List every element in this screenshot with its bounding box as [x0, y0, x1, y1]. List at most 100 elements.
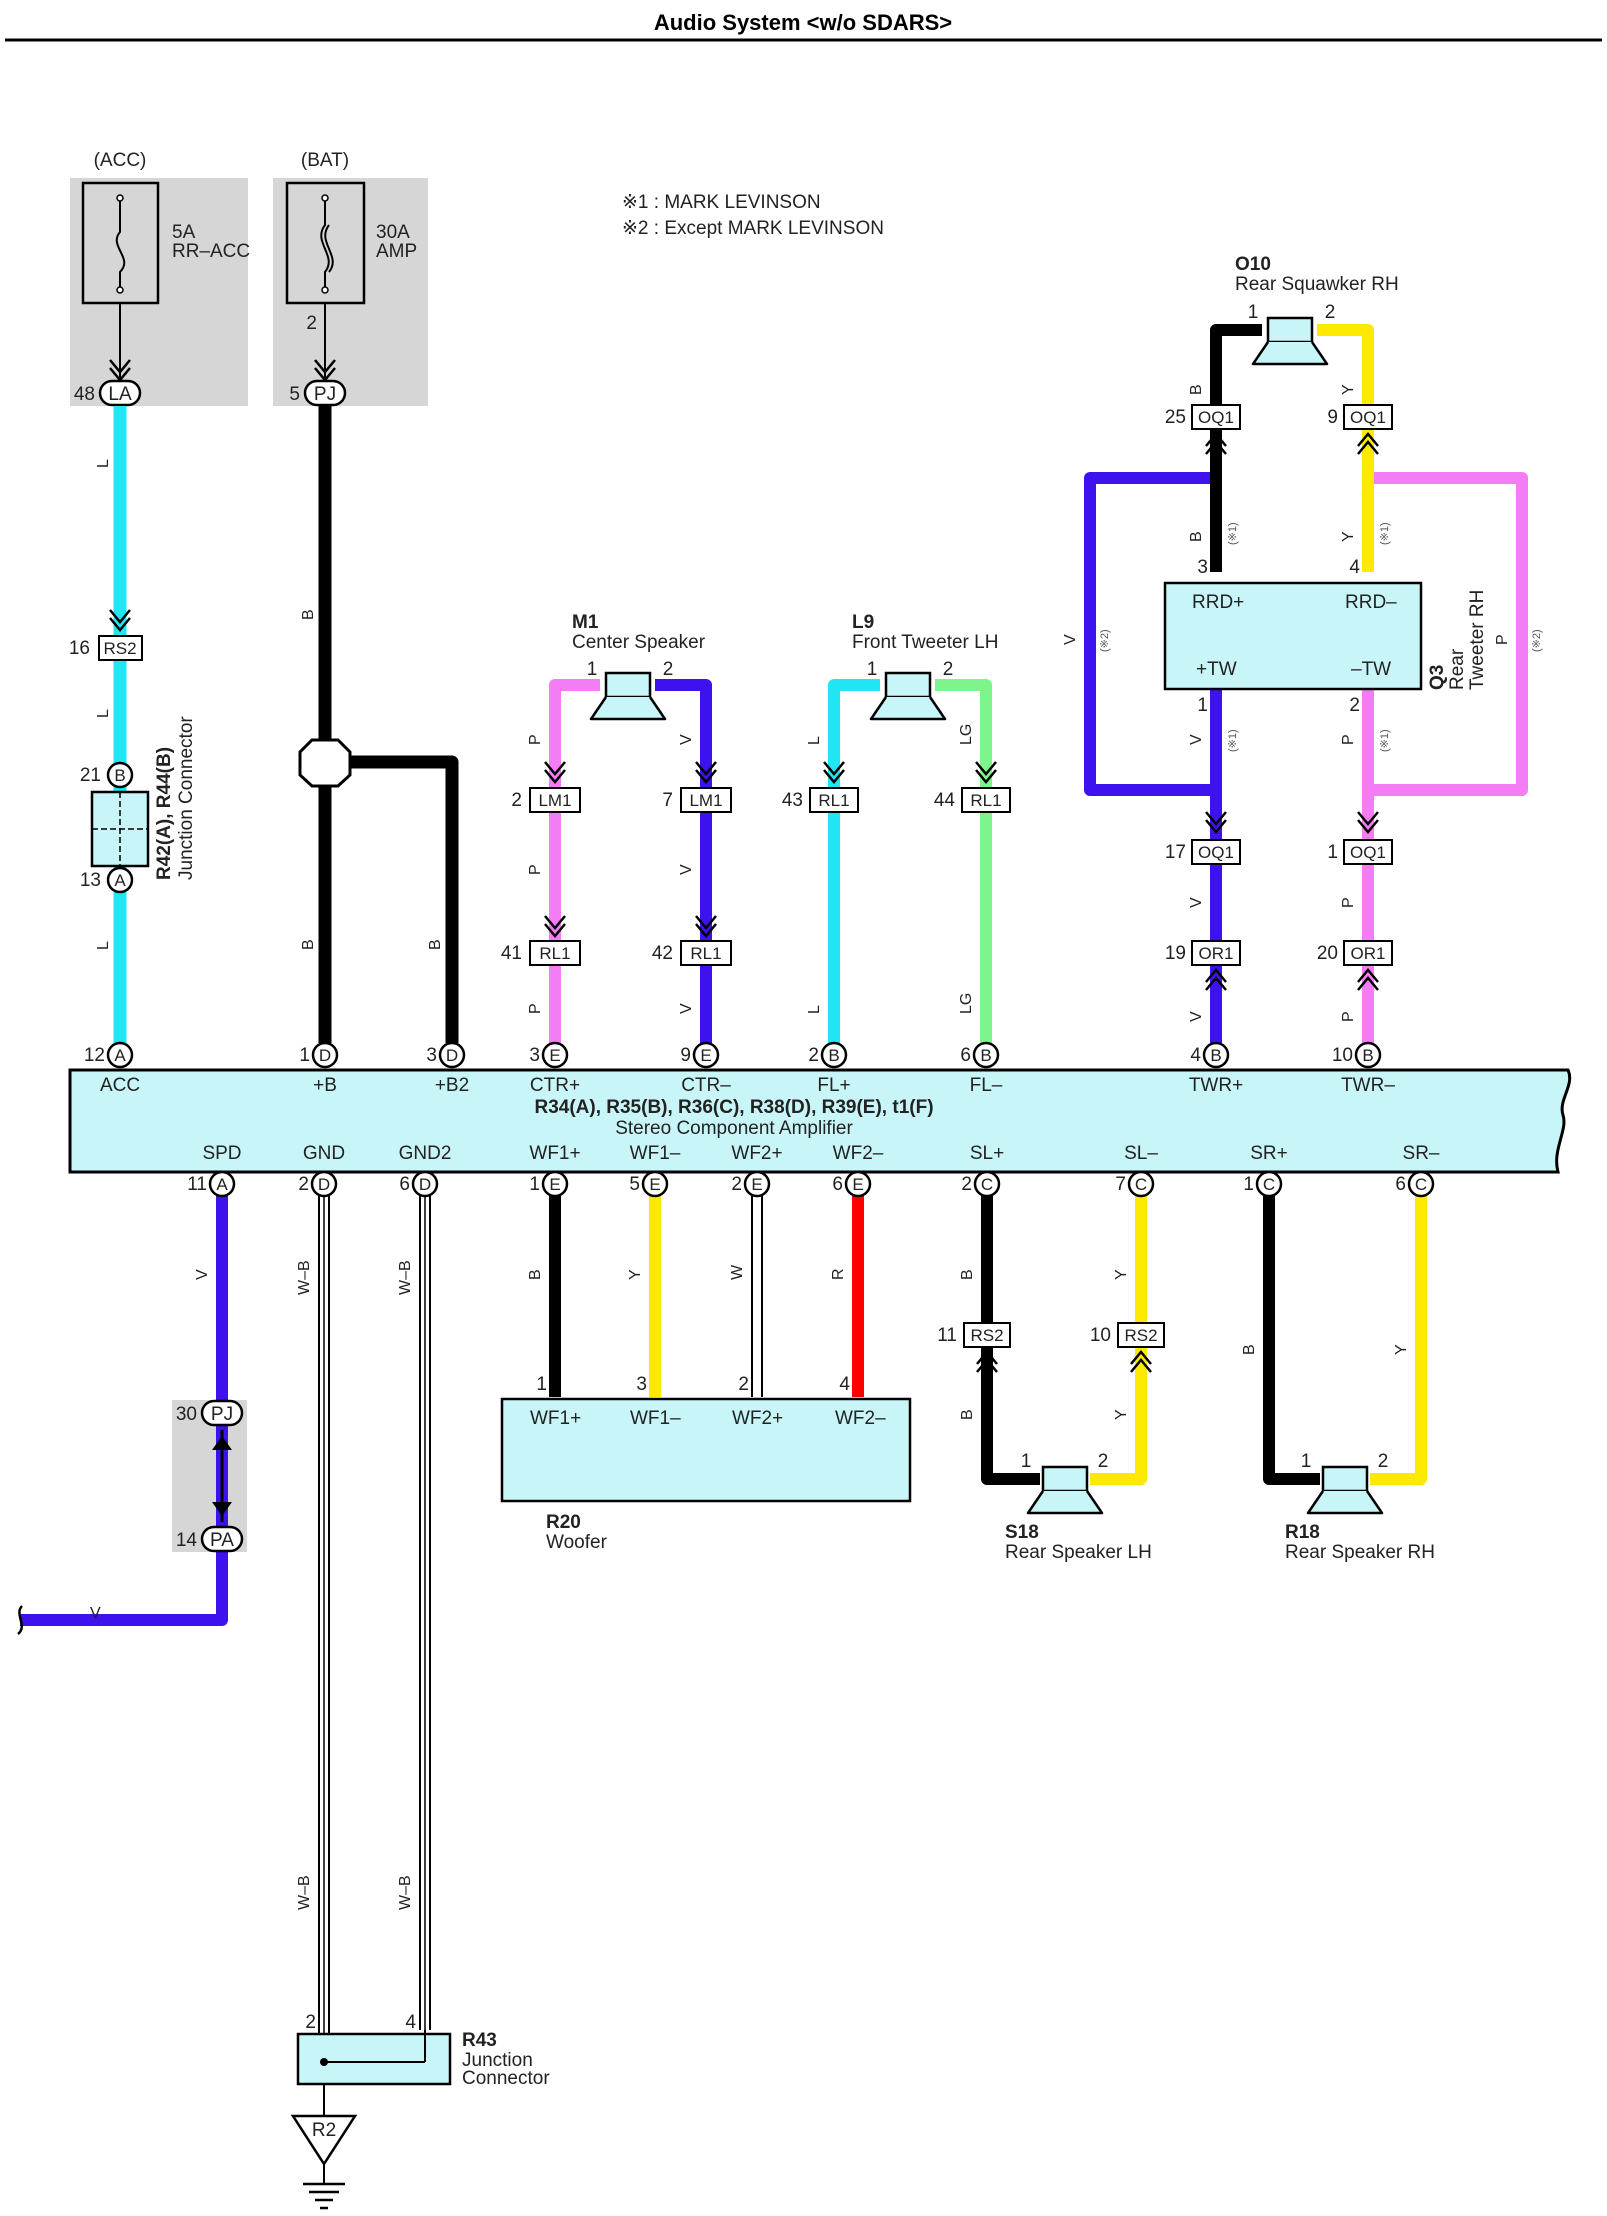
wire-color-wb: W–B [296, 1875, 313, 1910]
q3-rrd-minus: RRD– [1345, 592, 1397, 613]
terminal-connector: C [1415, 1175, 1427, 1194]
connector-label: OQ1 [1350, 843, 1386, 862]
connector-rs2-y: RS2 10 [1090, 1322, 1165, 1373]
note-labels: (※1)(※1)(※1)(※1)(※2)(※2) [1099, 522, 1543, 752]
wire-color-p: P [1340, 1011, 1357, 1022]
wire-color-lg: LG [958, 993, 975, 1014]
fuse-amp: (BAT) 30A AMP 2 5 PJ [273, 150, 428, 407]
terminal-connector: C [1135, 1175, 1147, 1194]
wire-color-b: B [1188, 531, 1205, 542]
speaker-code: M1 [572, 612, 599, 633]
terminal-pin: 6 [399, 1174, 410, 1195]
amp-bottom-terminal: WF2+E2 [731, 1143, 783, 1198]
pa-pin: 14 [176, 1530, 198, 1551]
terminal-connector: E [852, 1175, 863, 1194]
woofer-term-1: WF1+ [530, 1408, 581, 1429]
connector-pin: 11 [937, 1325, 957, 1346]
speaker-pin-1: 1 [1248, 302, 1259, 323]
terminal-label: TWR– [1341, 1075, 1395, 1096]
connector-rl1-v: RL1 42 [652, 915, 732, 966]
connector-label: OQ1 [1350, 408, 1386, 427]
wire-color-l: L [95, 459, 112, 468]
amp-top-terminal: D3+B2 [426, 1041, 469, 1096]
wire-ctr-plus [549, 679, 600, 1043]
terminal-label: WF1+ [529, 1143, 580, 1164]
amp-top-terminal: D1+B [299, 1041, 339, 1096]
speaker-pin-1: 1 [587, 659, 598, 680]
wire-color-wb: W–B [296, 1260, 313, 1295]
amp-bottom-terminal: WF1–E5 [629, 1143, 681, 1198]
wire-squawker-y [1317, 324, 1374, 572]
r43-pin-2: 2 [305, 2012, 316, 2033]
wire-color-v: V [1062, 634, 1079, 645]
splice-point [298, 738, 352, 788]
wire-p-bypass [1368, 472, 1528, 796]
q3-tw-plus: +TW [1196, 659, 1237, 680]
fuse-acc-source: (ACC) [94, 150, 147, 171]
speaker-name: Front Tweeter LH [852, 632, 998, 653]
terminal-label: WF2+ [731, 1143, 782, 1164]
q3-code: Q3 [1427, 665, 1448, 690]
terminal-label: CTR– [681, 1075, 731, 1096]
q3-pin2: 2 [1349, 695, 1360, 716]
amp-bottom-terminal: WF2–E6 [832, 1143, 884, 1198]
terminal-label: SPD [202, 1143, 241, 1164]
wire-sl-plus [981, 1183, 1040, 1485]
wire-color-y: Y [1113, 1269, 1130, 1280]
q3-pin3: 3 [1197, 557, 1208, 578]
connector-label: OQ1 [1198, 408, 1234, 427]
note-n1: (※1) [1227, 522, 1239, 545]
amplifier-terminals: A12ACCD1+BD3+B2E3CTR+E9CTR–B2FL+B6FL–B4T… [84, 1041, 1440, 1198]
terminal-label: TWR+ [1189, 1075, 1243, 1096]
speaker-pin-2: 2 [663, 659, 674, 680]
wire-color-l: L [95, 709, 112, 718]
terminal-pin: 4 [1190, 1045, 1201, 1066]
fuse-amp-rating: 30A [376, 222, 410, 243]
wire-color-y: Y [1340, 531, 1357, 542]
note-n2: (※2) [1531, 629, 1543, 652]
connector-label: RL1 [818, 791, 849, 810]
connector-label: LM1 [538, 791, 571, 810]
wire-color-l: L [95, 941, 112, 950]
terminal-connector: B [828, 1046, 839, 1065]
connector-pin: 19 [1165, 943, 1186, 964]
terminal-connector: E [751, 1175, 762, 1194]
terminal-connector: B [980, 1046, 991, 1065]
connector-label: OR1 [1199, 944, 1234, 963]
legend: ※1 : MARK LEVINSON ※2 : Except MARK LEVI… [622, 192, 884, 239]
woofer-code: R20 [546, 1512, 581, 1533]
wire-color-b: B [300, 939, 317, 950]
terminal-pin: 12 [84, 1045, 105, 1066]
wire-sr-minus [1370, 1183, 1427, 1485]
wires [20, 324, 1528, 2062]
wire-color-y: Y [1113, 1409, 1130, 1420]
note-n2: (※2) [1099, 629, 1111, 652]
connector-pin: 42 [652, 943, 673, 964]
junction-pin-a: 13 [80, 870, 101, 891]
note-n1: (※1) [1227, 729, 1239, 752]
woofer-pin-1: 1 [536, 1374, 547, 1395]
wire-color-y: Y [1340, 384, 1357, 395]
connector-rl1-lg: RL1 44 [934, 761, 1011, 813]
woofer-pin-2: 2 [738, 1374, 749, 1395]
speaker-pin-2: 2 [943, 659, 954, 680]
terminal-connector: D [318, 1175, 330, 1194]
pj-pin: 30 [176, 1404, 197, 1425]
note-n1: (※1) [1379, 522, 1391, 545]
connector-label: RL1 [539, 944, 570, 963]
connector-rs2-acc: RS2 16 [69, 609, 143, 661]
woofer-term-2: WF2+ [732, 1408, 783, 1429]
wire-color-b: B [959, 1409, 976, 1420]
legend-note-2: ※2 : Except MARK LEVINSON [622, 218, 884, 239]
terminal-label: SR– [1403, 1143, 1440, 1164]
connector-pin: 17 [1165, 842, 1186, 863]
wire-color-w: W [729, 1264, 746, 1280]
fuse-acc-pin: 48 [74, 384, 95, 405]
